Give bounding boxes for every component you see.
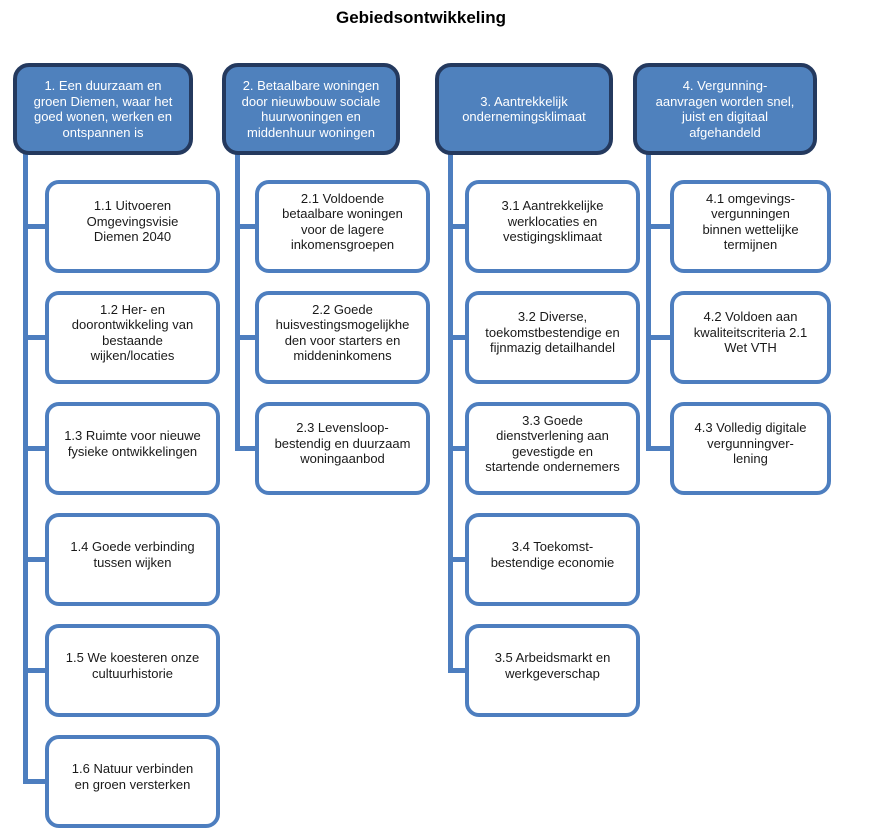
node-2-2: 2.2 Goede huisvestingsmogelijkhe den voo… [255,291,430,384]
node-1-1: 1.1 Uitvoeren Omgevingsvisie Diemen 2040 [45,180,220,273]
connector-stub [448,224,467,229]
node-3-2: 3.2 Diverse, toekomstbestendige en fijnm… [465,291,640,384]
node-4-1-label: 4.1 omgevings- vergunningen binnen wette… [702,190,799,253]
connector-line [235,153,240,451]
node-2-3: 2.3 Levensloop- bestendig en duurzaam wo… [255,402,430,495]
node-4-3-label: 4.3 Volledig digitale vergunningver- len… [694,420,807,467]
node-1-2-label: 1.2 Her- en doorontwikkeling van bestaan… [71,301,194,364]
column-4-header-label: 4. Vergunning- aanvragen worden snel, ju… [655,78,795,140]
node-1-1-label: 1.1 Uitvoeren Omgevingsvisie Diemen 2040 [86,198,179,245]
node-4-3: 4.3 Volledig digitale vergunningver- len… [670,402,831,495]
connector-line [448,153,453,673]
node-3-4: 3.4 Toekomst- bestendige economie [465,513,640,606]
column-1-header-label: 1. Een duurzaam en groen Diemen, waar he… [33,78,173,140]
connector-stub [448,557,467,562]
connector-stub [23,446,47,451]
node-1-4-label: 1.4 Goede verbinding tussen wijken [70,539,195,570]
page-title: Gebiedsontwikkeling [335,8,507,27]
connector-stub [23,224,47,229]
node-1-3-label: 1.3 Ruimte voor nieuwe fysieke ontwikkel… [64,428,201,459]
connector-stub [448,446,467,451]
connector-line [646,153,651,451]
column-2-header-box: 2. Betaalbare woningen door nieuwbouw so… [222,63,400,155]
connector-stub [646,335,672,340]
node-1-4: 1.4 Goede verbinding tussen wijken [45,513,220,606]
node-3-5: 3.5 Arbeidsmarkt en werkgeverschap [465,624,640,717]
connector-stub [235,335,257,340]
connector-stub [23,668,47,673]
node-3-5-label: 3.5 Arbeidsmarkt en werkgeverschap [494,650,611,681]
column-2-header-label: 2. Betaalbare woningen door nieuwbouw so… [241,78,381,140]
node-4-1: 4.1 omgevings- vergunningen binnen wette… [670,180,831,273]
connector-stub [23,335,47,340]
node-3-3: 3.3 Goede dienstverlening aan gevestigde… [465,402,640,495]
column-3-header-box: 3. Aantrekkelijk ondernemingsklimaat [435,63,613,155]
node-3-3-label: 3.3 Goede dienstverlening aan gevestigde… [485,412,620,475]
node-2-1-label: 2.1 Voldoende betaalbare woningen voor d… [282,190,403,253]
node-1-5: 1.5 We koesteren onze cultuurhistorie [45,624,220,717]
node-4-2: 4.2 Voldoen aan kwaliteitscriteria 2.1 W… [670,291,831,384]
node-3-1: 3.1 Aantrekkelijke werklocaties en vesti… [465,180,640,273]
node-4-2-label: 4.2 Voldoen aan kwaliteitscriteria 2.1 W… [693,309,808,356]
node-3-1-label: 3.1 Aantrekkelijke werklocaties en vesti… [501,198,604,245]
connector-stub [23,557,47,562]
node-1-3: 1.3 Ruimte voor nieuwe fysieke ontwikkel… [45,402,220,495]
node-1-5-label: 1.5 We koesteren onze cultuurhistorie [65,650,200,681]
connector-stub [448,335,467,340]
connector-line [23,153,28,784]
connector-stub [23,779,47,784]
node-3-2-label: 3.2 Diverse, toekomstbestendige en fijnm… [485,309,620,356]
connector-stub [448,668,467,673]
connector-stub [646,446,672,451]
connector-stub [235,224,257,229]
column-1-header-box: 1. Een duurzaam en groen Diemen, waar he… [13,63,193,155]
column-3-header-label: 3. Aantrekkelijk ondernemingsklimaat [462,93,586,125]
node-1-2: 1.2 Her- en doorontwikkeling van bestaan… [45,291,220,384]
node-1-6: 1.6 Natuur verbinden en groen versterken [45,735,220,828]
node-2-3-label: 2.3 Levensloop- bestendig en duurzaam wo… [274,420,411,467]
node-2-2-label: 2.2 Goede huisvestingsmogelijkhe den voo… [275,301,410,364]
node-2-1: 2.1 Voldoende betaalbare woningen voor d… [255,180,430,273]
node-1-6-label: 1.6 Natuur verbinden en groen versterken [71,761,194,792]
connector-stub [646,224,672,229]
connector-stub [235,446,257,451]
column-4-header-box: 4. Vergunning- aanvragen worden snel, ju… [633,63,817,155]
node-3-4-label: 3.4 Toekomst- bestendige economie [490,539,615,570]
